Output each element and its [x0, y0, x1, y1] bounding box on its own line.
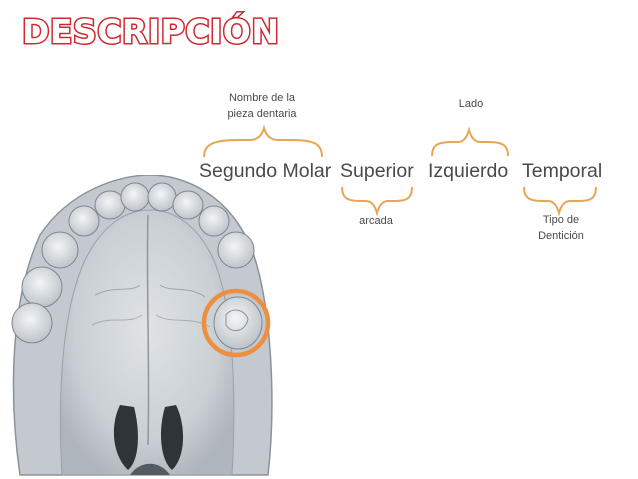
- term-segundo-molar: Segundo Molar: [199, 160, 332, 182]
- note-lado: Lado: [458, 98, 484, 110]
- brace-bottom-arcada: [341, 186, 413, 217]
- term-superior: Superior: [340, 160, 414, 182]
- term-temporal: Temporal: [522, 160, 603, 182]
- slide-title: DESCRIPCIÓN: [20, 11, 280, 53]
- upper-jaw-illustration: [11, 175, 273, 476]
- brace-bottom-tipo: [523, 186, 597, 217]
- note-nombre-pieza: Nombre de la pieza dentaria: [222, 90, 302, 122]
- note-line: Dentición: [538, 230, 584, 242]
- note-line: pieza dentaria: [227, 108, 297, 120]
- term-izquierdo: Izquierdo: [428, 160, 509, 182]
- highlight-ring: [201, 288, 271, 358]
- note-tipo-denticion: Tipo de Dentición: [526, 212, 596, 244]
- note-line: Nombre de la: [228, 92, 296, 104]
- note-arcada: arcada: [359, 215, 393, 227]
- brace-top-name: [203, 124, 323, 158]
- note-line: Tipo de: [542, 214, 580, 226]
- brace-top-lado: [431, 126, 509, 157]
